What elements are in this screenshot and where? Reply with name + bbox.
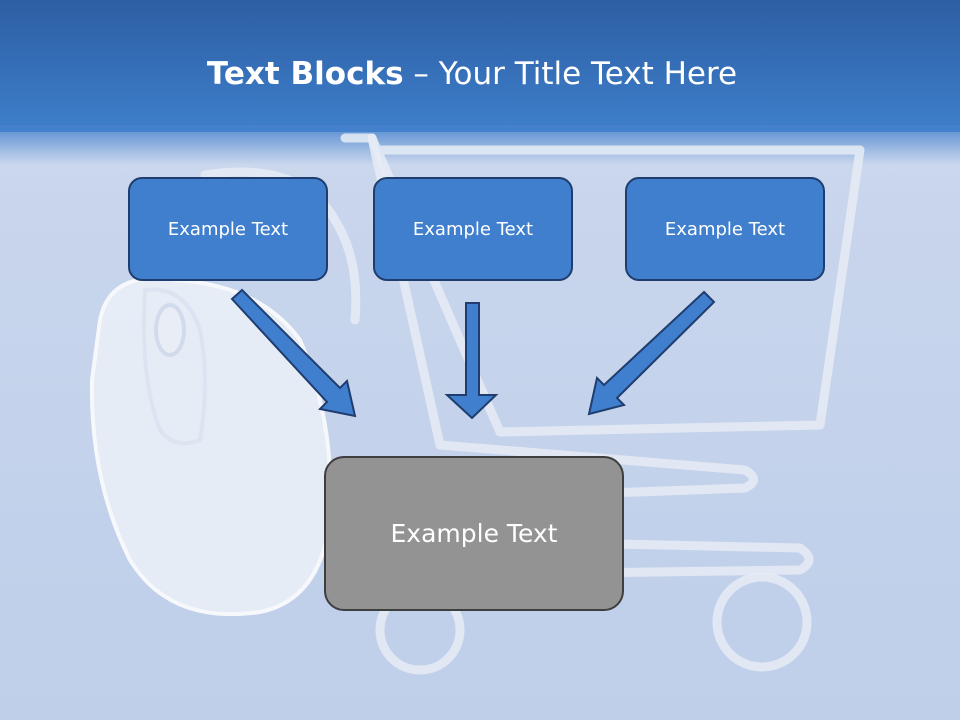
- header-band: [0, 0, 960, 132]
- text-box-middle-label: Example Text: [412, 218, 534, 240]
- text-box-center-label: Example Text: [390, 519, 558, 548]
- cart-frame-bottom: [425, 535, 814, 580]
- slide-title: Text Blocks – Your Title Text Here: [0, 52, 944, 96]
- text-box-right[interactable]: Example Text: [625, 177, 825, 281]
- arrow-left: [230, 288, 357, 418]
- title-bold: Text Blocks: [206, 56, 404, 92]
- header-fade: [0, 125, 960, 165]
- text-box-left[interactable]: Example Text: [128, 177, 328, 281]
- text-box-center[interactable]: Example Text: [324, 456, 624, 611]
- title-rest: – Your Title Text Here: [403, 56, 738, 92]
- arrow-middle: [444, 302, 499, 420]
- text-box-left-label: Example Text: [167, 218, 289, 240]
- cart-wheel-right: [712, 572, 812, 672]
- cart-frame-lower: [367, 133, 758, 505]
- arrow-right: [587, 290, 716, 416]
- text-box-right-label: Example Text: [664, 218, 786, 240]
- mouse-cable: [200, 167, 361, 325]
- text-box-middle[interactable]: Example Text: [373, 177, 573, 281]
